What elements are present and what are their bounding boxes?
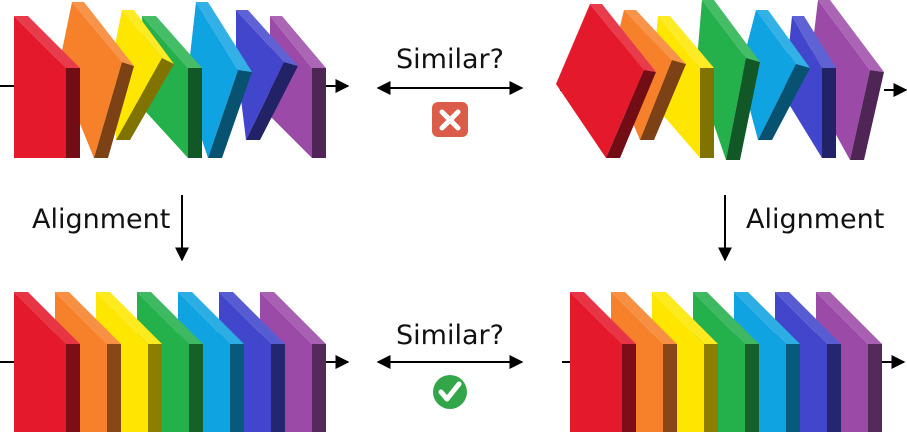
layer-side-face: [116, 58, 174, 140]
layer-top-face: [775, 292, 841, 344]
layer-side-face: [745, 344, 759, 432]
layer-top-face: [55, 292, 121, 344]
layer-side-face: [850, 70, 884, 160]
layer-top-face: [122, 10, 174, 64]
layer-front-face: [556, 4, 644, 158]
layer-side-face: [640, 60, 686, 140]
cross-icon: [432, 102, 468, 137]
similar-label-bottom: Similar?: [396, 320, 504, 351]
layer-top-face: [570, 292, 636, 344]
layer-front-face: [570, 292, 622, 432]
layer-side-face: [188, 68, 202, 158]
layer-top-face: [734, 292, 800, 344]
layer-top-face: [658, 16, 714, 68]
check-icon: [433, 375, 467, 409]
layer-side-face: [704, 344, 718, 432]
layer-top-face: [14, 16, 80, 68]
layer-top-face: [137, 292, 203, 344]
layer-side-face: [312, 68, 326, 158]
layer-side-face: [246, 62, 298, 140]
layer-top-face: [693, 292, 759, 344]
layer-top-face: [178, 292, 244, 344]
layer-side-face: [827, 344, 841, 432]
layer-side-face: [107, 344, 121, 432]
layer-front-face: [58, 2, 122, 158]
layer-side-face: [622, 344, 636, 432]
layer-top-face: [624, 10, 686, 64]
similar-label-top: Similar?: [396, 44, 504, 75]
layer-side-face: [189, 344, 203, 432]
layer-top-face: [236, 10, 298, 66]
layer-top-face: [816, 292, 882, 344]
layer-top-face: [72, 2, 134, 66]
layer-front-face: [236, 10, 284, 140]
layer-top-face: [219, 292, 285, 344]
layer-side-face: [663, 344, 677, 432]
layer-front-face: [808, 0, 870, 160]
layer-top-face: [96, 292, 162, 344]
layer-side-face: [312, 344, 326, 432]
layer-front-face: [696, 0, 746, 160]
layer-side-face: [758, 64, 810, 140]
layer-top-face: [196, 2, 252, 72]
network-stack-bottom-right: [562, 292, 906, 432]
layer-top-face: [260, 292, 326, 344]
layer-front-face: [14, 292, 66, 432]
alignment-label-right: Alignment: [746, 204, 884, 235]
layer-top-face: [756, 10, 810, 68]
layer-front-face: [116, 10, 162, 140]
layer-side-face: [208, 70, 252, 158]
layer-top-face: [590, 4, 656, 72]
layer-side-face: [148, 344, 162, 432]
layer-side-face: [726, 58, 760, 160]
layer-front-face: [14, 16, 66, 158]
layer-side-face: [66, 68, 80, 158]
layer-side-face: [786, 344, 800, 432]
layer-side-face: [700, 68, 714, 158]
layer-top-face: [611, 292, 677, 344]
layer-top-face: [14, 292, 80, 344]
layer-side-face: [868, 344, 882, 432]
layer-front-face: [740, 10, 796, 140]
layer-side-face: [271, 344, 285, 432]
network-stack-bottom-left: [0, 292, 350, 432]
layer-side-face: [822, 68, 836, 158]
alignment-label-left: Alignment: [32, 204, 170, 235]
layer-top-face: [702, 0, 760, 62]
layer-top-face: [142, 16, 202, 68]
layer-top-face: [818, 0, 884, 72]
layer-top-face: [270, 16, 326, 68]
layer-side-face: [66, 344, 80, 432]
network-stack-top-right: [556, 0, 907, 160]
layer-top-face: [652, 292, 718, 344]
network-stack-top-left: [0, 2, 350, 158]
layer-side-face: [230, 344, 244, 432]
layer-top-face: [792, 16, 836, 68]
layer-side-face: [606, 70, 656, 158]
layer-side-face: [94, 62, 134, 158]
